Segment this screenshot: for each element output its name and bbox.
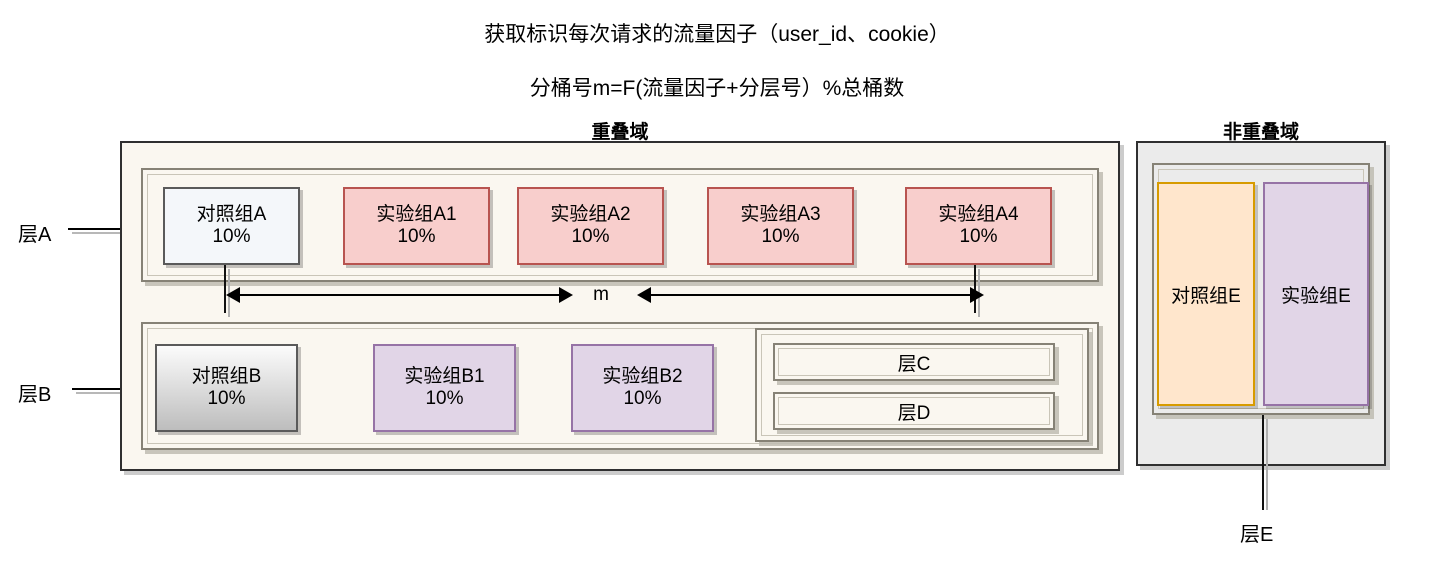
unit-experiment-group-e[interactable]: 实验组E xyxy=(1263,182,1369,406)
unit-label: 实验组A1 xyxy=(376,203,457,225)
leader-line-layer-e xyxy=(1262,415,1264,510)
unit-percent: 10% xyxy=(959,226,998,247)
leader-line-layer-b xyxy=(72,388,144,390)
nonoverlap-domain-title: 非重叠域 xyxy=(1222,122,1299,143)
leader-line-layer-a-shadow xyxy=(72,232,148,234)
unit-label: 实验组A2 xyxy=(550,203,631,225)
unit-experiment-group-a1[interactable]: 实验组A1 10% xyxy=(343,187,490,265)
leader-line-layer-a xyxy=(68,228,144,230)
measure-arrow-right-line xyxy=(649,294,974,296)
overlap-domain-title: 重叠域 xyxy=(591,122,649,143)
sublayer-label: 层C xyxy=(897,353,931,375)
measure-label-m: m xyxy=(593,284,609,305)
measure-arrowhead-left-end xyxy=(559,287,573,303)
unit-label: 实验组A3 xyxy=(740,203,821,225)
measure-arrowhead-right-start xyxy=(637,287,651,303)
unit-control-group-a[interactable]: 对照组A 10% xyxy=(163,187,300,265)
side-label-layer-b: 层B xyxy=(18,384,52,406)
unit-experiment-group-a4[interactable]: 实验组A4 10% xyxy=(905,187,1052,265)
unit-label: 实验组A4 xyxy=(938,203,1019,225)
side-label-layer-e: 层E xyxy=(1240,524,1274,546)
leader-line-layer-b-shadow xyxy=(76,392,148,394)
unit-label: 实验组B1 xyxy=(404,365,485,387)
unit-percent: 10% xyxy=(425,388,464,409)
unit-label: 实验组E xyxy=(1281,285,1351,307)
sublayer-label: 层D xyxy=(897,402,931,424)
unit-label: 对照组A xyxy=(196,203,267,225)
unit-control-group-e[interactable]: 对照组E xyxy=(1157,182,1255,406)
unit-percent: 10% xyxy=(761,226,800,247)
unit-percent: 10% xyxy=(207,388,246,409)
measure-arrowhead-right-end xyxy=(970,287,984,303)
measure-tick-left xyxy=(224,265,226,313)
unit-percent: 10% xyxy=(212,226,251,247)
headline-bucket-formula: 分桶号m=F(流量因子+分层号）%总桶数 xyxy=(529,77,905,100)
sublayer-row-d[interactable]: 层D xyxy=(773,392,1055,430)
unit-control-group-b[interactable]: 对照组B 10% xyxy=(155,344,298,432)
sublayer-row-c[interactable]: 层C xyxy=(773,343,1055,381)
unit-percent: 10% xyxy=(623,388,662,409)
unit-experiment-group-a2[interactable]: 实验组A2 10% xyxy=(517,187,664,265)
headline-traffic-factor: 获取标识每次请求的流量因子（user_id、cookie） xyxy=(484,23,950,46)
unit-percent: 10% xyxy=(571,226,610,247)
unit-experiment-group-a3[interactable]: 实验组A3 10% xyxy=(707,187,854,265)
side-label-layer-a: 层A xyxy=(18,224,52,246)
measure-arrow-left-line xyxy=(238,294,563,296)
unit-experiment-group-b2[interactable]: 实验组B2 10% xyxy=(571,344,714,432)
unit-label: 对照组E xyxy=(1171,285,1241,307)
unit-label: 对照组B xyxy=(191,365,262,387)
measure-arrowhead-left-start xyxy=(226,287,240,303)
unit-label: 实验组B2 xyxy=(602,365,683,387)
leader-line-layer-e-shadow xyxy=(1266,419,1268,510)
unit-percent: 10% xyxy=(397,226,436,247)
unit-experiment-group-b1[interactable]: 实验组B1 10% xyxy=(373,344,516,432)
